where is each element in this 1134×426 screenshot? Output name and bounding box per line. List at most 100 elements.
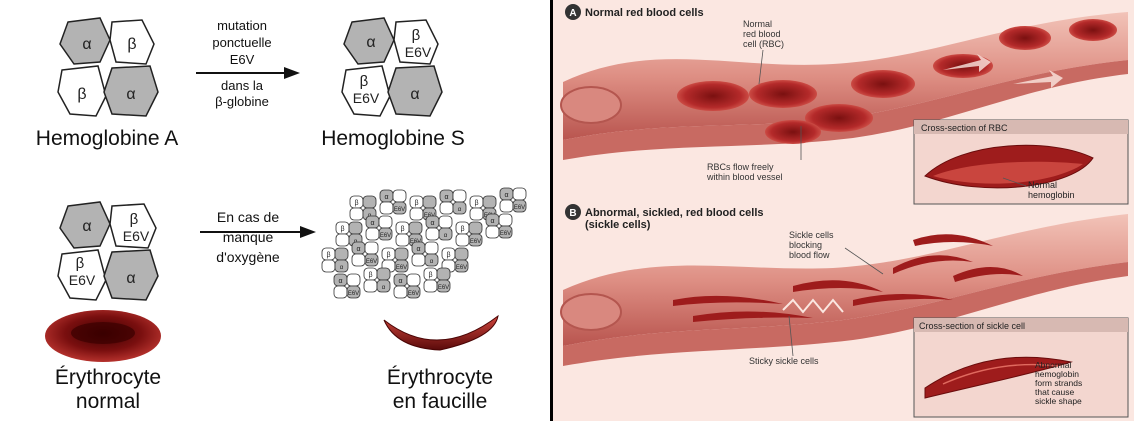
polymer-subunit-label: β bbox=[354, 200, 358, 207]
mutation-caption: mutation ponctuelle E6V dans la β-globin… bbox=[212, 18, 271, 109]
normal-rbc bbox=[765, 120, 821, 144]
svg-text:β-globine: β-globine bbox=[215, 94, 269, 109]
svg-text:E6V: E6V bbox=[69, 272, 96, 288]
polymer-subunit-label: α bbox=[340, 265, 344, 271]
hbs-beta-label-bottom: β bbox=[360, 73, 369, 90]
hemoglobin-s-label: Hemoglobine S bbox=[321, 127, 465, 150]
hbs-beta-label-top: β bbox=[412, 27, 421, 44]
sickle-cross-section-inset: Cross-section of sickle cell Abnormal he… bbox=[914, 318, 1128, 417]
polymer-subunit-label: β bbox=[460, 226, 464, 233]
flow-label: RBCs flow freely bbox=[707, 162, 774, 172]
blood-vessel-illustration-panel: A Normal red blood cells bbox=[553, 0, 1134, 421]
polymer-subunit-label: β bbox=[400, 226, 404, 233]
polymer-subunit-label: α bbox=[504, 192, 508, 199]
hemoglobin-a-tetramer bbox=[58, 18, 158, 116]
polymer-tetramer: αE6V bbox=[394, 274, 420, 298]
svg-text:hemoglobin: hemoglobin bbox=[1028, 190, 1075, 200]
svg-text:en faucille: en faucille bbox=[393, 390, 488, 413]
rbc-label: Normal bbox=[743, 19, 772, 29]
svg-text:cell (RBC): cell (RBC) bbox=[743, 39, 784, 49]
hbs-e6v-label-top: E6V bbox=[405, 44, 432, 60]
polymer-subunit-label: β bbox=[368, 272, 372, 279]
svg-text:mutation: mutation bbox=[217, 18, 267, 33]
polymer-tetramer: βα bbox=[364, 268, 390, 292]
normal-hemoglobin-label: Normal bbox=[1028, 180, 1057, 190]
normal-erythrocyte-icon bbox=[45, 310, 161, 362]
polymer-subunit-label: β bbox=[414, 200, 418, 207]
hbs-alpha-label-top: α bbox=[366, 34, 375, 51]
panel-a-title: Normal red blood cells bbox=[585, 7, 704, 19]
polymer-subunit-label: E6V bbox=[500, 231, 511, 237]
polymer-subunit-label: β bbox=[386, 252, 390, 259]
svg-text:α: α bbox=[82, 218, 91, 235]
polymer-subunit-label: α bbox=[430, 220, 434, 227]
polymer-subunit-label: α bbox=[444, 233, 448, 239]
hbs-polymer-fiber: βααE6VβE6VααβE6VαE6VβααE6VβE6VααβE6VαE6V… bbox=[322, 188, 526, 298]
oxygen-caption: En cas de manque d'oxygène bbox=[216, 209, 280, 265]
polymer-subunit-label: α bbox=[458, 207, 462, 213]
svg-text:dans la: dans la bbox=[221, 78, 264, 93]
sickle-cross-section-title: Cross-section of sickle cell bbox=[919, 321, 1025, 331]
normal-rbc bbox=[999, 26, 1051, 50]
polymer-subunit-label: β bbox=[428, 272, 432, 279]
polymer-tetramer: αα bbox=[426, 216, 452, 240]
hba-beta-label-top: β bbox=[127, 36, 136, 53]
polymer-subunit-label: α bbox=[430, 259, 434, 265]
polymer-subunit-label: β bbox=[474, 200, 478, 207]
polymer-subunit-label: α bbox=[444, 194, 448, 201]
hemoglobin-a-label: Hemoglobine A bbox=[36, 127, 178, 150]
blocking-label: Sickle cells bbox=[789, 230, 834, 240]
panel-a-badge: A bbox=[569, 8, 576, 19]
hba-alpha-label-bottom: α bbox=[126, 86, 135, 103]
sickle-erythrocyte-label: Érythrocyte bbox=[387, 366, 493, 389]
polymer-tetramer: αE6V bbox=[352, 242, 378, 266]
polymer-tetramer: βE6V bbox=[456, 222, 482, 246]
polymer-subunit-label: β bbox=[446, 252, 450, 259]
polymer-subunit-label: α bbox=[382, 285, 386, 291]
blood-vessel-illustration: A Normal red blood cells bbox=[553, 0, 1134, 421]
normal-erythrocyte-label: Érythrocyte bbox=[55, 366, 161, 389]
svg-text:normal: normal bbox=[76, 390, 140, 413]
polymer-subunit-label: E6V bbox=[408, 291, 419, 297]
rbc-cross-section-title: Cross-section of RBC bbox=[921, 123, 1008, 133]
svg-text:β: β bbox=[130, 211, 139, 228]
polymer-subunit-label: E6V bbox=[366, 259, 377, 265]
normal-rbc bbox=[1069, 19, 1117, 41]
polymer-subunit-label: α bbox=[398, 278, 402, 285]
polymer-subunit-label: E6V bbox=[348, 291, 359, 297]
sticky-sickle-label: Sticky sickle cells bbox=[749, 356, 819, 366]
polymer-subunit-label: E6V bbox=[514, 205, 525, 211]
polymer-subunit-label: E6V bbox=[438, 285, 449, 291]
svg-text:ponctuelle: ponctuelle bbox=[212, 35, 271, 50]
hbs-alpha-label-bottom: α bbox=[410, 86, 419, 103]
svg-text:β: β bbox=[76, 255, 85, 272]
normal-rbc bbox=[851, 70, 915, 98]
svg-text:En cas de: En cas de bbox=[217, 209, 279, 225]
polymer-subunit-label: β bbox=[340, 226, 344, 233]
svg-text:red blood: red blood bbox=[743, 29, 781, 39]
svg-text:blocking: blocking bbox=[789, 240, 822, 250]
polymer-subunit-label: α bbox=[416, 246, 420, 253]
normal-rbc bbox=[749, 80, 817, 108]
polymer-tetramer: αE6V bbox=[500, 188, 526, 212]
svg-text:within blood vessel: within blood vessel bbox=[706, 172, 783, 182]
polymer-subunit-label: β bbox=[326, 252, 330, 259]
hba-alpha-label-top: α bbox=[82, 36, 91, 53]
polymer-tetramer: βE6V bbox=[424, 268, 450, 292]
hemoglobin-schematic: α β β α mutation ponctuelle E6V dans la … bbox=[0, 0, 553, 421]
svg-text:α: α bbox=[126, 270, 135, 287]
panel-b-header: B Abnormal, sickled, red blood cells (si… bbox=[565, 204, 764, 231]
hbs-e6v-label-bottom: E6V bbox=[353, 90, 380, 106]
svg-text:E6V: E6V bbox=[230, 52, 255, 67]
polymer-subunit-label: E6V bbox=[394, 207, 405, 213]
svg-text:E6V: E6V bbox=[123, 228, 150, 244]
polymer-subunit-label: E6V bbox=[470, 239, 481, 245]
polymer-subunit-label: α bbox=[490, 218, 494, 225]
polymer-subunit-label: E6V bbox=[396, 265, 407, 271]
panel-a-header: A Normal red blood cells bbox=[565, 4, 704, 20]
polymer-tetramer: αE6V bbox=[486, 214, 512, 238]
panel-b-title: Abnormal, sickled, red blood cells bbox=[585, 207, 764, 219]
svg-text:(sickle cells): (sickle cells) bbox=[585, 219, 651, 231]
polymer-tetramer: αE6V bbox=[380, 190, 406, 214]
